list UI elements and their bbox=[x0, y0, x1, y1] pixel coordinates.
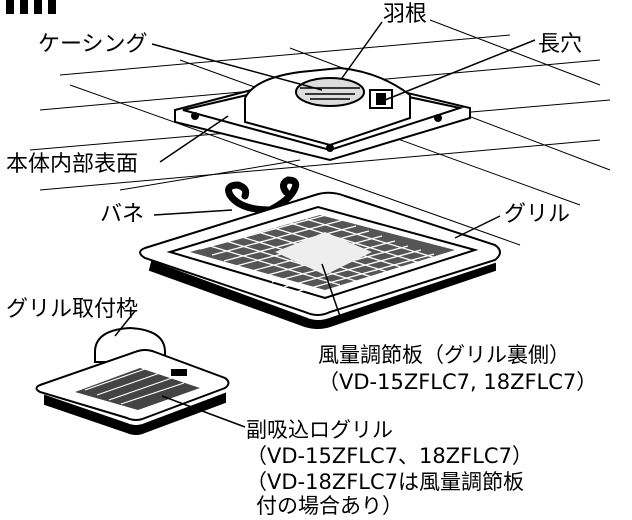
label-sub-intake-models: （VD-15ZFLC7、18ZFLC7） bbox=[246, 444, 533, 468]
label-airflow-plate: 風量調節板（グリル裏側） bbox=[318, 343, 570, 367]
label-sub-intake-grille: 副吸込ログリル bbox=[246, 418, 393, 442]
label-grille-mount-frame: グリル取付枠 bbox=[6, 297, 139, 322]
leader-lines bbox=[114, 21, 536, 428]
label-casing: ケーシング bbox=[38, 32, 148, 57]
grille-unit bbox=[139, 191, 501, 329]
label-airflow-plate-models: （VD-15ZFLC7, 18ZFLC7） bbox=[318, 370, 598, 394]
label-body-inner-surface: 本体内部表面 bbox=[6, 152, 139, 177]
label-fan-blade: 羽根 bbox=[383, 2, 428, 27]
label-slot-hole: 長穴 bbox=[538, 32, 583, 57]
grille-mount-frame-unit bbox=[35, 326, 230, 435]
label-sub-intake-note-2: 付の場合あり） bbox=[256, 494, 403, 518]
header-bracket-mark bbox=[6, 0, 56, 14]
main-body-unit bbox=[174, 66, 471, 162]
label-grille: グリル bbox=[504, 202, 571, 227]
label-sub-intake-note-1: （VD-18ZFLC7は風量調節板 bbox=[246, 470, 525, 494]
spring-pair bbox=[225, 176, 300, 214]
label-spring: バネ bbox=[100, 202, 145, 227]
